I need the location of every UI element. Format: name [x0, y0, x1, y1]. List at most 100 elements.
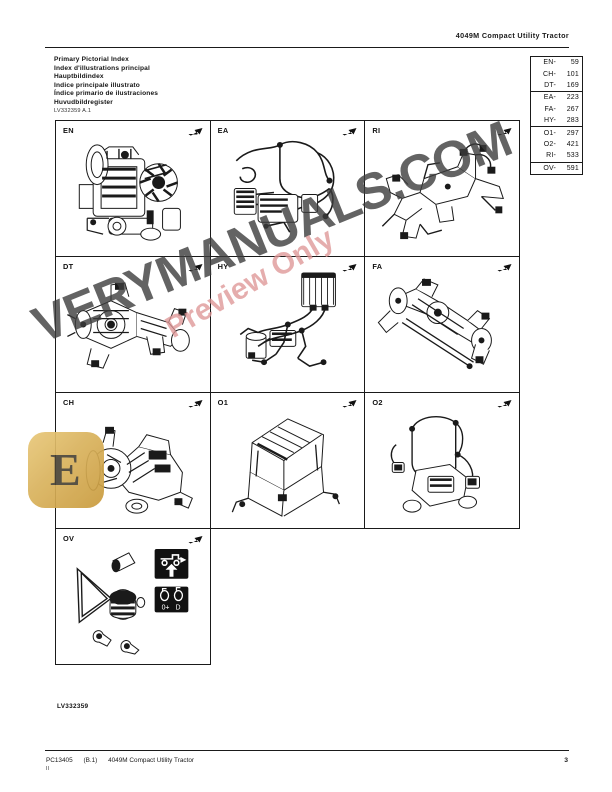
illustration-hydraulics [217, 271, 359, 386]
illustration-front-axle [371, 271, 513, 386]
title-line-en: Primary Pictorial Index [54, 56, 129, 63]
index-code: CH- [542, 70, 556, 78]
index-page: 223 [566, 94, 579, 102]
grid-row: DT [55, 256, 522, 393]
index-page: 297 [566, 129, 579, 137]
arrow-pointer-icon [188, 128, 203, 136]
svg-text:D: D [175, 604, 180, 611]
cell-label: O2 [372, 398, 383, 407]
illustration-drivetrain [62, 271, 204, 386]
index-row[interactable]: EN- 59 [531, 57, 582, 68]
illustration-operator-station [217, 407, 359, 522]
index-code: O1- [543, 129, 556, 137]
index-group: OV- 591 [531, 163, 582, 174]
index-group: EA- 223 FA- 267 HY- 283 [531, 92, 582, 128]
cell-label: CH [63, 398, 75, 407]
illustration-chassis [62, 407, 204, 522]
index-row[interactable]: EA- 223 [531, 92, 582, 103]
illustration-operator-controls [371, 407, 513, 522]
title-line-it: Indice principale illustrato [54, 81, 140, 89]
arrow-pointer-icon [188, 400, 203, 408]
index-row[interactable]: HY- 283 [531, 115, 582, 126]
index-row[interactable]: RI- 533 [531, 150, 582, 161]
index-cell-o1[interactable]: O1 [209, 392, 366, 529]
grid-row: OV [55, 528, 522, 665]
illustration-electrical-harness [217, 135, 359, 250]
arrow-pointer-icon [497, 400, 512, 408]
index-cell-ri[interactable]: RI [364, 120, 520, 257]
section-page-index-table: EN- 59 CH- 101 DT- 169 EA- 223 FA- 267 H [530, 56, 583, 175]
index-page: 421 [566, 140, 579, 148]
arrow-pointer-icon [342, 400, 357, 408]
arrow-pointer-icon [342, 264, 357, 272]
illustration-service-parts: 0+ D [62, 543, 204, 658]
index-code: HY- [543, 117, 556, 125]
index-cell-ch[interactable]: CH [55, 392, 211, 529]
index-page: 533 [566, 152, 579, 160]
title-line-sv: Huvudbildregister [54, 98, 113, 106]
cell-label: O1 [217, 398, 229, 407]
footer-subtext: II [46, 766, 49, 772]
grid-row: EN [55, 120, 522, 257]
index-code: OV- [543, 164, 556, 172]
index-row[interactable]: OV- 591 [531, 163, 582, 174]
index-group: EN- 59 CH- 101 DT- 169 [531, 57, 582, 93]
footer-model: 4049M Compact Utility Tractor [108, 757, 195, 764]
index-cell-fa[interactable]: FA [364, 256, 520, 393]
cell-label: DT [63, 262, 74, 271]
index-code: RI- [546, 152, 556, 160]
pictorial-index-title-block: Primary Pictorial Index Index d'illustra… [54, 56, 158, 108]
page-header-title: 4049M Compact Utility Tractor [455, 31, 569, 40]
index-code: DT- [544, 81, 556, 89]
index-cell-hy[interactable]: HY [209, 256, 366, 393]
cell-label: EN [63, 126, 74, 135]
index-page: 267 [566, 105, 579, 113]
cell-label: OV [63, 534, 75, 543]
index-code: EN- [543, 59, 556, 67]
title-line-fr: Index d'illustrations principal [54, 64, 150, 72]
grid-row: CH [55, 392, 522, 529]
index-page: 591 [566, 164, 579, 172]
cell-label: RI [372, 126, 381, 135]
header-divider [45, 47, 569, 49]
cell-label: FA [372, 262, 383, 271]
footer-doc-number: PC13405 [46, 757, 73, 764]
illustration-engine [62, 135, 204, 250]
index-cell-ea[interactable]: EA [209, 120, 366, 257]
illustration-rear-implement [371, 135, 513, 250]
index-cell-ov[interactable]: OV [55, 528, 211, 665]
arrow-pointer-icon [188, 264, 203, 272]
index-row[interactable]: O1- 297 [531, 127, 582, 138]
index-code: FA- [544, 105, 556, 113]
cell-label: HY [217, 262, 229, 271]
grid-cell-empty [364, 528, 520, 665]
index-row[interactable]: O2- 421 [531, 139, 582, 150]
index-page: 169 [566, 81, 579, 89]
document-code: LV332359 A.1 [54, 108, 92, 114]
index-page: 59 [570, 59, 579, 67]
index-cell-dt[interactable]: DT [55, 256, 211, 393]
index-cell-en[interactable]: EN [55, 120, 211, 257]
index-code: O2- [543, 140, 556, 148]
arrow-pointer-icon [497, 264, 512, 272]
index-code: EA- [543, 94, 556, 102]
footer-page-number: 3 [564, 757, 568, 764]
index-group: O1- 297 O2- 421 RI- 533 [531, 127, 582, 163]
footer-info: PC13405 (B.1) 4049M Compact Utility Trac… [46, 757, 203, 764]
pictorial-index-grid: EN [55, 120, 522, 665]
footer-divider [45, 749, 569, 751]
grid-caption: LV332359 [57, 703, 89, 710]
index-page: 101 [566, 70, 579, 78]
index-row[interactable]: FA- 267 [531, 104, 582, 115]
index-cell-o2[interactable]: O2 [364, 392, 520, 529]
index-row[interactable]: DT- 169 [531, 80, 582, 91]
grid-cell-empty [210, 528, 366, 665]
footer-revision: (B.1) [83, 757, 98, 764]
arrow-pointer-icon [188, 536, 203, 544]
svg-text:0+: 0+ [162, 604, 170, 611]
index-row[interactable]: CH- 101 [531, 68, 582, 79]
cell-label: EA [217, 126, 229, 135]
title-line-es: Índice primario de ilustraciones [54, 90, 159, 98]
arrow-pointer-icon [342, 128, 357, 136]
